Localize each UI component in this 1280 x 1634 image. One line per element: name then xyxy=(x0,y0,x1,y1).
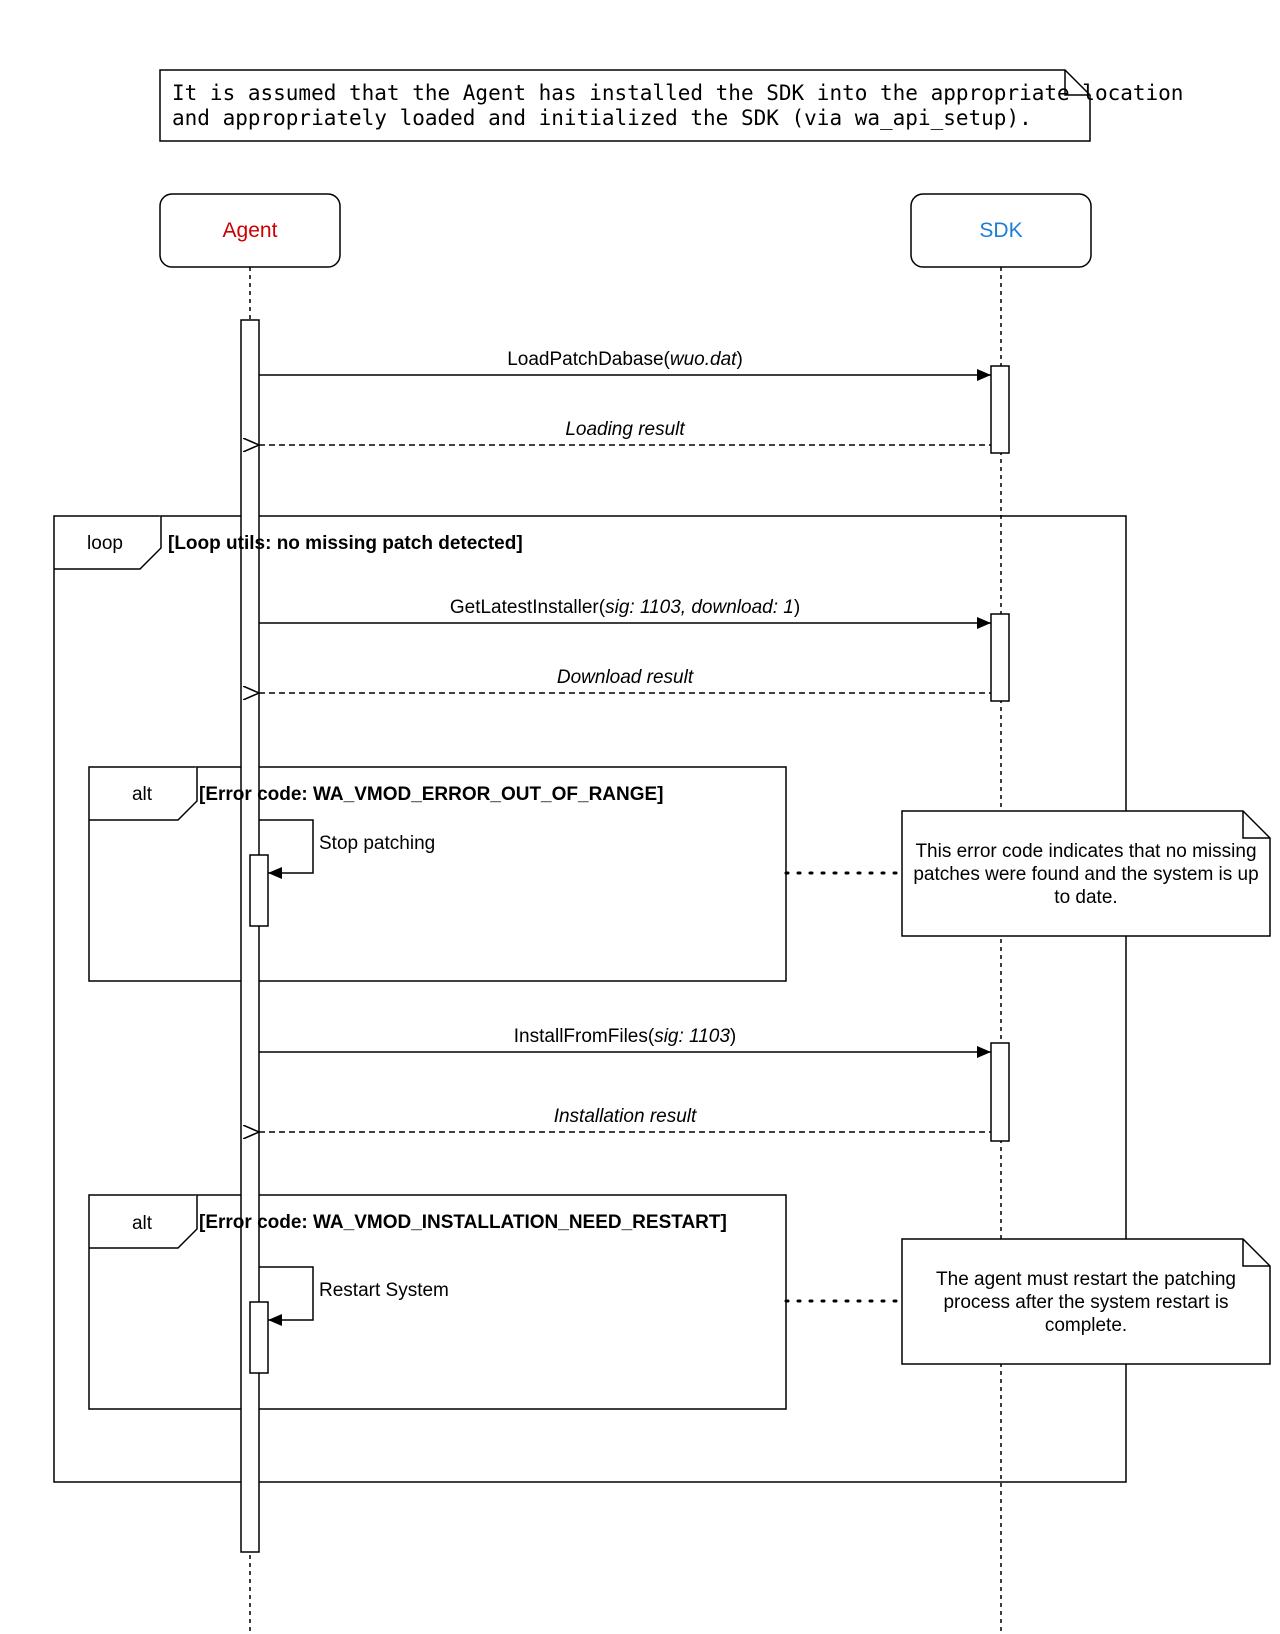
restart-activation-bar xyxy=(249,1301,269,1374)
sdk-participant: SDK xyxy=(910,193,1092,268)
restart-note-line-3: complete. xyxy=(1045,1315,1127,1336)
error-note-line-2: patches were found and the system is up xyxy=(913,864,1258,885)
agent-activation-bar xyxy=(240,319,260,1553)
restart-note-line-2: process after the system restart is xyxy=(943,1292,1228,1313)
error-note-line-3: to date. xyxy=(1054,887,1117,908)
alt-1-guard: [Error code: WA_VMOD_ERROR_OUT_OF_RANGE] xyxy=(199,784,664,805)
alt-2-keyword: alt xyxy=(132,1213,153,1234)
get-message-label: GetLatestInstaller(sig: 1103, download: … xyxy=(450,597,800,618)
installation-result-label: Installation result xyxy=(554,1106,697,1127)
top-note-line-1: It is assumed that the Agent has install… xyxy=(172,81,1183,105)
top-note-line-2: and appropriately loaded and initialized… xyxy=(172,106,1032,130)
error-note: This error code indicates that no missin… xyxy=(901,810,1271,937)
stop-label: Stop patching xyxy=(319,833,435,854)
restart-self-arrow xyxy=(259,1266,314,1326)
restart-note-line-1: The agent must restart the patching xyxy=(936,1269,1236,1290)
restart-label: Restart System xyxy=(319,1280,449,1301)
agent-participant: Agent xyxy=(159,193,341,268)
load-message-label: LoadPatchDabase(wuo.dat) xyxy=(507,349,743,370)
sdk-activation-load xyxy=(990,365,1010,454)
alt-2-guard: [Error code: WA_VMOD_INSTALLATION_NEED_R… xyxy=(199,1212,727,1233)
restart-note: The agent must restart the patching proc… xyxy=(901,1238,1271,1365)
loading-result-label: Loading result xyxy=(565,419,685,440)
top-note: It is assumed that the Agent has install… xyxy=(159,69,1183,142)
stop-self-arrow xyxy=(259,819,314,879)
download-result-label: Download result xyxy=(557,667,694,688)
sdk-label: SDK xyxy=(979,219,1022,242)
error-note-line-1: This error code indicates that no missin… xyxy=(915,841,1256,862)
loop-keyword: loop xyxy=(87,533,123,554)
sdk-activation-get xyxy=(990,613,1010,702)
install-message-label: InstallFromFiles(sig: 1103) xyxy=(514,1026,736,1047)
alt-1-keyword: alt xyxy=(132,784,153,805)
loop-guard: [Loop utils: no missing patch detected] xyxy=(168,533,523,554)
stop-activation-bar xyxy=(249,854,269,927)
alt-fragment-2: alt xyxy=(88,1194,787,1410)
sdk-activation-install xyxy=(990,1042,1010,1142)
loop-fragment: loop xyxy=(53,515,1127,1483)
agent-label: Agent xyxy=(223,219,278,242)
